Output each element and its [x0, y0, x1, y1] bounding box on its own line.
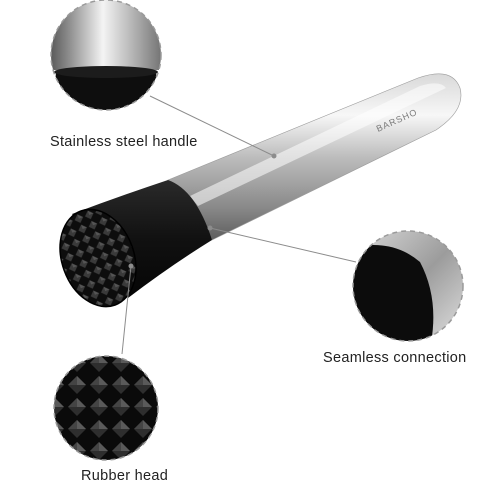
callout-zoom-rubber-head	[53, 355, 159, 461]
muddler: BARSHO	[59, 73, 462, 308]
leader-line-head	[121, 265, 132, 355]
callout-label-connection: Seamless connection	[323, 350, 467, 366]
callout-label-handle: Stainless steel handle	[50, 134, 198, 150]
callout-label-rubber-head: Rubber head	[81, 468, 169, 484]
callout-zoom-connection	[352, 230, 464, 342]
leader-line-connection	[209, 227, 357, 263]
callout-zoom-handle	[50, 0, 162, 111]
leader-lines	[121, 95, 357, 355]
rubber-head-face	[59, 208, 137, 308]
leader-line-handle	[149, 95, 275, 157]
rubber-collar	[72, 180, 212, 298]
